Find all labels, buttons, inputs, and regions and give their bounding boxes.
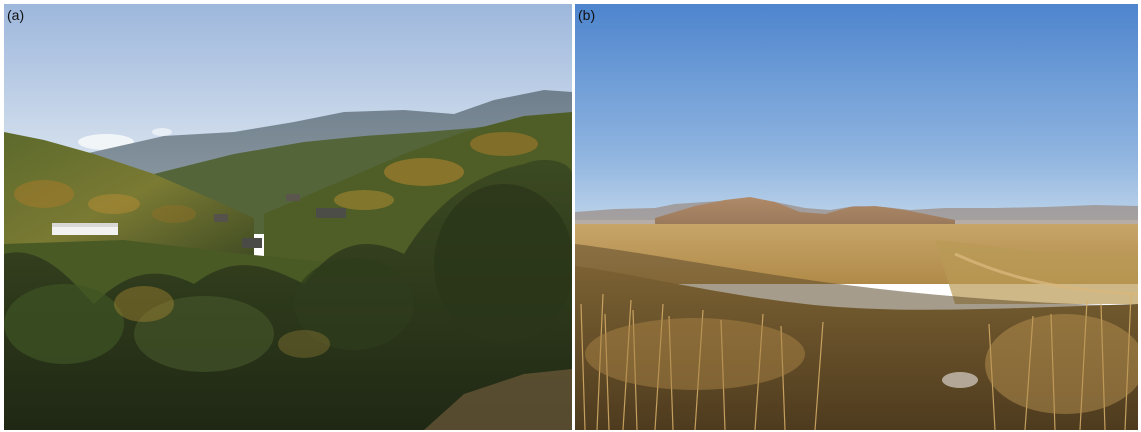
- house: [242, 238, 262, 248]
- panel-label-a: (a): [7, 7, 25, 23]
- sunlit-hills: [655, 197, 955, 228]
- mountain-valley-image: [4, 4, 572, 430]
- panel-a-photo: (a): [4, 4, 572, 430]
- dirt-path: [424, 369, 572, 430]
- white-building: [52, 226, 118, 235]
- steppe-grassland-image: [575, 4, 1138, 430]
- sky: [575, 4, 1138, 220]
- foreground-trees: [4, 159, 572, 430]
- panel-b-photo: (b): [575, 4, 1138, 430]
- panel-label-b: (b): [578, 7, 596, 23]
- house: [316, 208, 346, 218]
- rock: [942, 372, 978, 388]
- dirt-track: [954, 252, 1138, 296]
